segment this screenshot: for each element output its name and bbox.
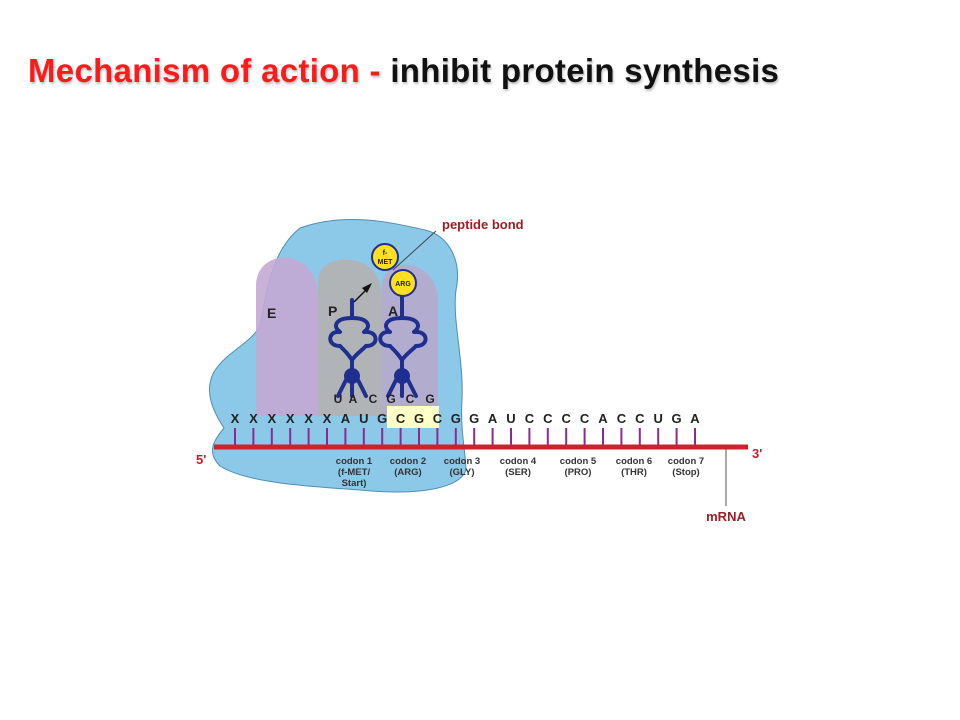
mrna-base: G <box>377 411 387 426</box>
peptide-bond-callout <box>392 230 437 271</box>
fmet-label-line2: MET <box>378 259 394 266</box>
anticodon-a: G C G <box>386 392 434 406</box>
mrna-base: C <box>433 411 443 426</box>
mrna-base: U <box>654 411 663 426</box>
mrna-base: X <box>323 411 332 426</box>
title-mechanism: Mechanism of action - <box>28 52 381 89</box>
codon-label: codon 3 <box>444 456 480 467</box>
mrna-base: X <box>286 411 295 426</box>
site-label-a: A <box>388 303 398 319</box>
site-label-p: P <box>328 303 337 319</box>
mrna-base: X <box>267 411 276 426</box>
peptide-bond-arrowhead <box>362 283 372 293</box>
codon-label: Start) <box>342 478 367 489</box>
trna-a-site <box>378 292 428 398</box>
mrna-base: C <box>617 411 627 426</box>
mrna-base: X <box>249 411 258 426</box>
mrna-base: G <box>451 411 461 426</box>
mrna-base: C <box>580 411 590 426</box>
anticodon-p-1: U <box>334 392 343 406</box>
peptide-bond-label: peptide bond <box>442 217 524 232</box>
arg-amino-acid <box>389 269 417 297</box>
mrna-base: X <box>304 411 313 426</box>
codon-label: (SER) <box>505 467 531 478</box>
codon-label: codon 7 <box>668 456 704 467</box>
p-site <box>318 259 382 416</box>
fmet-amino-acid <box>371 243 399 271</box>
anticodon-p-2: A <box>349 392 358 406</box>
codon-label: (f-MET/ <box>338 467 371 478</box>
arg-label: ARG <box>395 281 411 288</box>
mrna-base: A <box>341 411 351 426</box>
fmet-label-line1: f- <box>383 250 388 257</box>
codon-label: (PRO) <box>565 467 592 478</box>
mrna-label: mRNA <box>706 509 746 524</box>
anticodon-a-2: C <box>406 392 415 406</box>
slide-title: Mechanism of action - inhibit protein sy… <box>28 52 779 90</box>
anticodon-a-1: G <box>386 392 395 406</box>
codon-label: codon 1 <box>336 456 373 467</box>
mrna-base: A <box>488 411 498 426</box>
mrna-base-ticks <box>234 428 696 446</box>
mrna-base: G <box>414 411 424 426</box>
mrna-base: A <box>598 411 608 426</box>
three-prime-label: 3' <box>752 446 762 461</box>
mrna-base: X <box>231 411 240 426</box>
codon-label: (ARG) <box>394 467 421 478</box>
mrna-base: A <box>690 411 700 426</box>
site-label-e: E <box>267 305 276 321</box>
mrna-base: U <box>359 411 368 426</box>
trna-p-site <box>328 298 378 398</box>
mrna-base: C <box>396 411 406 426</box>
codon-label: (THR) <box>621 467 647 478</box>
mrna-base: G <box>469 411 479 426</box>
mrna-base: C <box>525 411 535 426</box>
mrna-base: U <box>506 411 515 426</box>
codon-highlight <box>387 406 439 428</box>
anticodon-p-3: C <box>369 392 378 406</box>
anticodon-a-3: G <box>425 392 434 406</box>
codon-label: codon 5 <box>560 456 597 467</box>
codon-label: codon 4 <box>500 456 537 467</box>
mrna-base: C <box>635 411 645 426</box>
e-site <box>256 257 318 416</box>
five-prime-label: 5' <box>196 452 206 467</box>
title-inhibit: inhibit protein synthesis <box>390 52 780 89</box>
codon-label: (GLY) <box>450 467 475 478</box>
codon-label: codon 2 <box>390 456 426 467</box>
codon-label: codon 6 <box>616 456 652 467</box>
anticodon-p: U A C <box>334 392 378 406</box>
mrna-base: G <box>672 411 682 426</box>
codon-labels: codon 1(f-MET/Start)codon 2(ARG)codon 3(… <box>336 456 704 489</box>
mrna-base: C <box>543 411 553 426</box>
mrna-base: C <box>562 411 572 426</box>
codon-label: (Stop) <box>672 467 699 478</box>
